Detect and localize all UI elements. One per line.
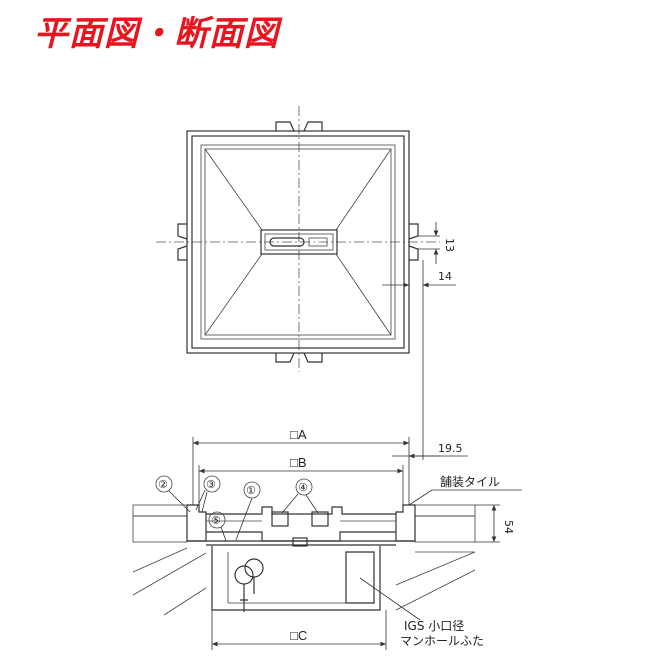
cover-label-line2: マンホールふた xyxy=(400,634,484,648)
dimA-label: □A xyxy=(290,427,307,442)
subgrade-lines-left xyxy=(132,547,207,616)
paving-tile-leader xyxy=(408,489,433,506)
plan-ridge-bl xyxy=(204,253,263,336)
plan-frame-inner-edge xyxy=(191,135,405,349)
plan-ridge-br xyxy=(335,253,392,336)
plan-tab-left xyxy=(177,223,188,261)
callout-2: ② xyxy=(155,475,191,513)
plan-tab-top xyxy=(275,121,323,132)
plan-view: IGS 13 14 xyxy=(156,106,456,460)
small-manhole-cover-section xyxy=(345,551,375,604)
cover-label-line1: IGS 小口径 xyxy=(404,619,464,633)
cover-bottom xyxy=(206,531,396,542)
callout-3: ③ xyxy=(195,475,221,513)
small-manhole-body xyxy=(211,546,381,611)
svg-text:④: ④ xyxy=(298,481,308,494)
plan-outer-frame xyxy=(186,130,410,354)
paving-tile-label: 舗装タイル xyxy=(440,475,500,489)
lifting-hook xyxy=(234,558,264,612)
callout-5: ⑤ xyxy=(208,511,227,542)
section-view: □A 19.5 □B xyxy=(132,427,522,650)
mortar-layer-right xyxy=(414,515,476,543)
plan-key-plate xyxy=(260,229,338,255)
plan-key-plate-inner xyxy=(264,233,334,251)
dim14-label: 14 xyxy=(438,270,452,283)
subgrade-lines-right xyxy=(395,551,476,611)
plan-cover-inner xyxy=(204,148,392,336)
dimB-label: □B xyxy=(290,455,307,470)
svg-text:⑤: ⑤ xyxy=(211,514,221,527)
page-title: 平面図・断面図 xyxy=(34,14,279,54)
mortar-layer-left xyxy=(132,515,188,543)
lock-mechanism xyxy=(271,511,329,547)
cover-top xyxy=(206,506,396,515)
dimC-label: □C xyxy=(290,628,307,643)
plan-plate-text: IGS xyxy=(311,241,321,247)
plan-key-slot xyxy=(269,237,305,247)
plan-ridge-tl xyxy=(204,148,263,231)
dim13-label: 13 xyxy=(443,238,456,252)
tile-layer-left xyxy=(132,504,188,517)
callout-4: ④ xyxy=(281,478,319,514)
frame-section-left xyxy=(186,504,207,542)
svg-text:①: ① xyxy=(246,484,256,497)
plan-ridge-tr xyxy=(335,148,392,231)
frame-section-right xyxy=(395,504,416,542)
svg-text:③: ③ xyxy=(206,478,216,491)
callout-1: ① xyxy=(235,481,261,541)
svg-text:②: ② xyxy=(158,478,168,491)
plan-cover-edge xyxy=(200,144,396,340)
dim54-label: 54 xyxy=(502,520,515,534)
dim19-label: 19.5 xyxy=(438,442,463,455)
cover-label-leader xyxy=(359,577,421,621)
plan-plate-logo xyxy=(308,237,328,247)
tile-layer-right xyxy=(414,504,476,517)
plan-tab-right xyxy=(408,223,419,261)
plan-tab-bottom xyxy=(275,352,323,363)
